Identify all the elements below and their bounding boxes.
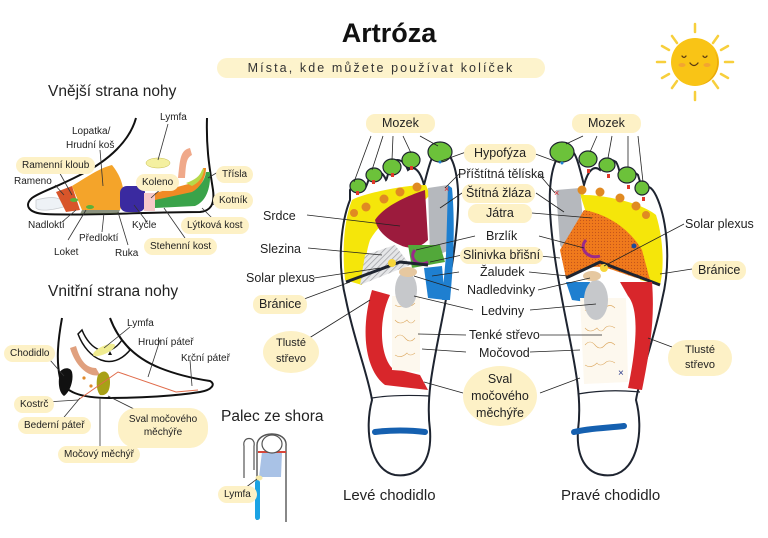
label-mocovy-mechyr: Močový měchýř	[58, 446, 141, 463]
label-lymfa-thumb: Lymfa	[218, 486, 257, 503]
label-srdce: Srdce	[263, 209, 296, 223]
svg-text:×: ×	[554, 188, 559, 198]
label-kotnik: Kotník	[213, 192, 254, 209]
label-sval-line2: měchýře	[143, 427, 183, 438]
label-chodidlo: Chodidlo	[4, 345, 56, 362]
label-rameno: Rameno	[14, 176, 52, 187]
label-trisla: Třísla	[216, 166, 253, 183]
label-solar-plexus-left: Solar plexus	[246, 271, 315, 285]
label-kostrc: Kostrč	[14, 396, 55, 413]
label-tluste-right-line1: Tlusté	[685, 344, 715, 356]
label-branice-right: Bránice	[692, 261, 747, 280]
label-hrudni-pater: Hrudní páteř	[138, 337, 194, 348]
label-tenke-strevo: Tenké střevo	[469, 328, 540, 342]
label-lymfa-inner: Lymfa	[127, 318, 154, 329]
label-mozek-left: Mozek	[366, 114, 435, 133]
label-slezina: Slezina	[260, 242, 301, 256]
label-stitna-zlaza: Štítná žláza	[462, 184, 536, 203]
label-predlokti: Předloktí	[79, 233, 119, 244]
label-ruka: Ruka	[115, 248, 139, 259]
page-title: Artróza	[341, 18, 437, 48]
label-sval-mocoveho-mechyre: Sval močového měchýře	[463, 366, 537, 426]
label-krcni-pater: Krční páteř	[181, 353, 230, 364]
left-sole: ×	[339, 141, 460, 477]
label-lopatka: Lopatka/	[72, 126, 111, 137]
label-sval-line1: Sval	[487, 372, 513, 386]
label-bederni-pater: Bederní páteř	[18, 417, 91, 434]
label-sval-line1: Sval močového	[128, 414, 198, 425]
label-stehenni-kost: Stehenní kost	[144, 238, 218, 255]
inner-side-title: Vnitřní strana nohy	[48, 283, 179, 300]
thumb-top-title: Palec ze shora	[221, 408, 324, 425]
label-pristitna-teliska: Příštítná tělíska	[458, 167, 545, 181]
label-loket: Loket	[54, 247, 79, 258]
svg-text:×: ×	[618, 368, 624, 379]
label-sval-bubble: Sval močového měchýře	[118, 408, 208, 448]
label-nadledvinky: Nadledvinky	[467, 283, 536, 297]
label-branice-left: Bránice	[253, 295, 308, 314]
label-nadlokti: Nadloktí	[28, 220, 65, 231]
svg-text:×: ×	[444, 184, 449, 194]
label-sval-line3: měchýře	[476, 406, 524, 420]
label-ledviny: Ledviny	[481, 304, 525, 318]
label-tluste-right-line2: střevo	[685, 359, 715, 371]
label-hrudni-kos: Hrudní koš	[66, 140, 115, 151]
caption-left-sole: Levé chodidlo	[343, 487, 436, 504]
label-lymfa-outer: Lymfa	[160, 112, 187, 123]
label-ramenni-kloub: Ramenní kloub	[16, 157, 96, 174]
label-slinivka-brisni: Slinivka břišní	[460, 247, 544, 264]
label-hypofyza: Hypofýza	[464, 144, 537, 163]
label-mozek-right: Mozek	[572, 114, 641, 133]
label-lytkova-kost: Lýtková kost	[181, 217, 249, 234]
caption-right-sole: Pravé chodidlo	[561, 487, 661, 504]
right-sole: × ×	[548, 141, 669, 477]
label-sval-line2: močového	[471, 389, 529, 403]
label-tluste-left-line2: střevo	[276, 353, 306, 365]
label-zaludek: Žaludek	[480, 265, 525, 279]
label-koleno: Koleno	[136, 174, 180, 191]
label-mocovod: Močovod	[479, 346, 530, 360]
label-tluste-strevo-right: Tlusté střevo	[668, 340, 732, 376]
label-tluste-strevo-left: Tlusté střevo	[263, 331, 319, 373]
label-jatra: Játra	[468, 204, 532, 223]
outer-side-title: Vnější strana nohy	[48, 83, 177, 100]
label-solar-plexus-right: Solar plexus	[685, 217, 754, 231]
label-tluste-left-line1: Tlusté	[276, 337, 306, 349]
label-kycle: Kyčle	[132, 220, 157, 231]
subtitle-banner: Místa, kde můžete používat kolíček	[217, 58, 545, 78]
label-brzlik: Brzlík	[486, 229, 518, 243]
